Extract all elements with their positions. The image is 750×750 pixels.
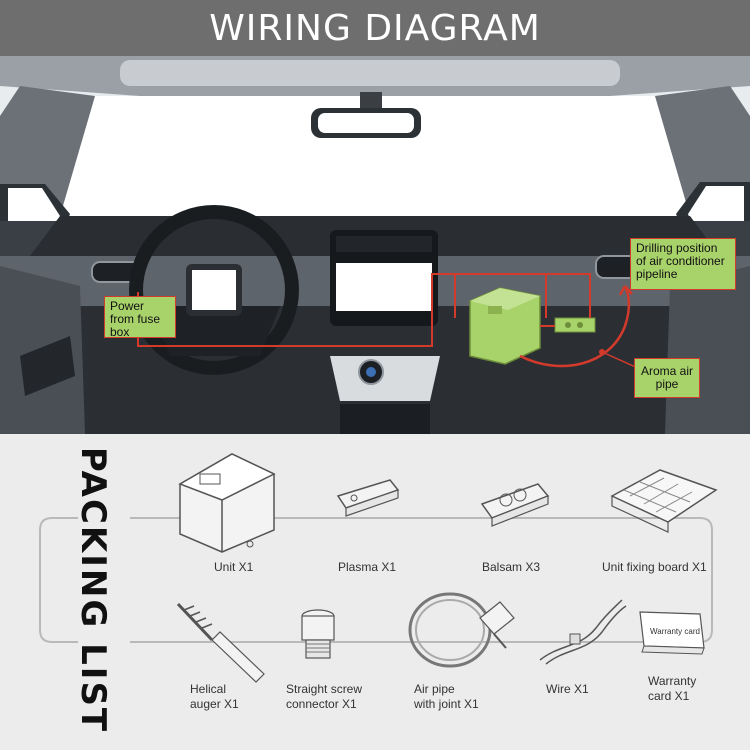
warranty-card-label-line1: Warranty [648, 674, 697, 688]
balsam-icon [480, 483, 550, 527]
packing-list-title: PACKING LIST [68, 447, 118, 733]
helical-auger-label-line2: auger X1 [190, 697, 239, 711]
car-interior-illustration [0, 56, 750, 434]
straight-screw-connector-label-line1: Straight screw [286, 682, 363, 696]
packing-list-illustrations [39, 453, 718, 683]
warranty-card-label: Warranty card X1 [648, 674, 696, 704]
warranty-card-label-line2: card X1 [648, 689, 690, 703]
packing-list-panel: Warranty card Unit X1 Plasma X1 Balsam X… [0, 434, 750, 750]
unit-fixing-board-label: Unit fixing board X1 [602, 560, 707, 574]
balsam-label: Balsam X3 [482, 560, 541, 574]
car-interior-image: Drilling position of air conditioner pip… [0, 56, 750, 434]
air-pipe-label-line2: with joint X1 [414, 697, 479, 711]
aroma-air-pipe-label: Aroma air pipe [640, 364, 693, 391]
unit-fixing-board-icon [610, 469, 718, 533]
aroma-air-pipe-callout: Aroma air pipe [634, 358, 700, 398]
straight-screw-connector-icon [301, 609, 335, 659]
drilling-position-label: Drilling position of air conditioner pip… [636, 241, 725, 281]
packing-list-title-text: PACKING LIST [73, 446, 114, 734]
plasma-label: Plasma X1 [338, 560, 397, 574]
straight-screw-connector-label-line2: connector X1 [286, 697, 357, 711]
power-from-fuse-box-callout: Power from fuse box [104, 296, 176, 339]
power-from-fuse-box-label: Power from fuse box [110, 299, 161, 339]
plasma-icon [336, 479, 400, 517]
unit-label: Unit X1 [214, 560, 254, 574]
header-bar: WIRING DIAGRAM [0, 0, 750, 56]
air-pipe-icon [408, 592, 515, 668]
air-pipe-label-line1: Air pipe [414, 682, 455, 696]
helical-auger-label-line1: Helical [190, 682, 227, 696]
helical-auger-label: Helical auger X1 [190, 682, 239, 712]
wire-label: Wire X1 [546, 682, 589, 696]
drilling-position-callout: Drilling position of air conditioner pip… [630, 238, 736, 290]
page-title: WIRING DIAGRAM [209, 7, 541, 49]
air-pipe-label: Air pipe with joint X1 [414, 682, 479, 712]
straight-screw-connector-label: Straight screw connector X1 [286, 682, 362, 712]
warranty-card-text: Warranty card [650, 627, 700, 636]
helical-auger-icon [176, 602, 265, 683]
warranty-card-icon [639, 611, 705, 655]
unit-icon [178, 453, 276, 553]
wire-icon [539, 599, 627, 665]
